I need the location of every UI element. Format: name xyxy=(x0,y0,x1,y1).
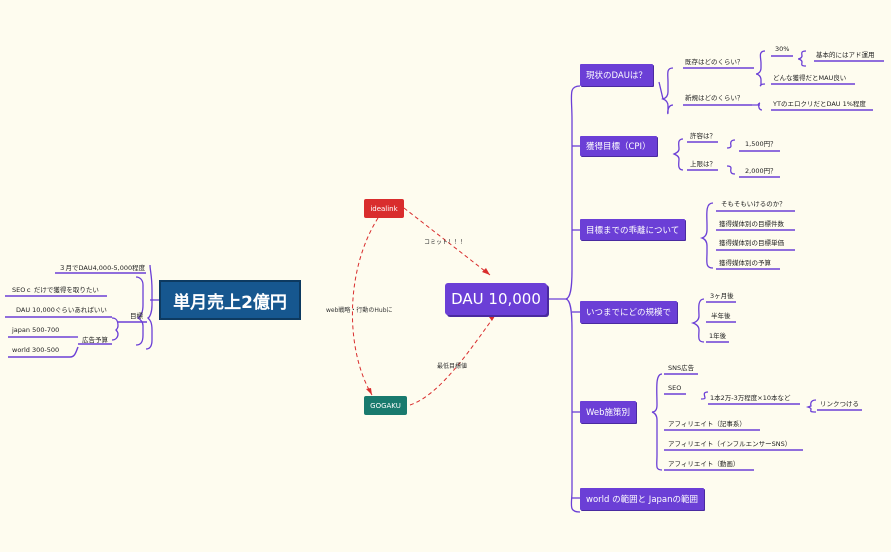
web-seo-plan[interactable]: 1本2万-3万程度×10本など xyxy=(710,394,791,402)
target-max-a[interactable]: 2,000円？ xyxy=(745,167,777,175)
relation-label-minimum: 最低目標値 xyxy=(437,363,468,370)
distance-item[interactable]: 獲得媒体別の予算 xyxy=(719,259,771,267)
web-affiliate-video[interactable]: アフィリエイト（動画） xyxy=(668,460,740,468)
topic-target-cpi[interactable]: 獲得目標（CPI） xyxy=(580,136,657,156)
when-item[interactable]: 1年後 xyxy=(709,332,727,340)
left-branch-label[interactable]: 目標 xyxy=(130,312,143,320)
web-sns-ad[interactable]: SNS広告 xyxy=(668,364,695,372)
target-allowed-a[interactable]: 1,500円？ xyxy=(745,140,777,148)
web-affiliate-articles[interactable]: アフィリエイト（記事系） xyxy=(668,420,746,428)
left-item-seo[interactable]: SEOｃ だけで獲得を取りたい xyxy=(12,286,99,294)
distance-item[interactable]: 獲得媒体別の目標単価 xyxy=(719,239,784,247)
current-existing-q[interactable]: 既存はどのくらい？ xyxy=(685,58,744,66)
left-item-dau10k[interactable]: DAU 10,000ぐらいあればいい xyxy=(16,306,107,314)
web-seo[interactable]: SEO xyxy=(668,384,682,392)
gogaku-node[interactable]: GOGAKU xyxy=(364,396,407,415)
left-item-japan[interactable]: japan 500-700 xyxy=(12,326,60,334)
web-seo-link[interactable]: リンクつける xyxy=(820,400,859,408)
topic-distance[interactable]: 目標までの乖離について xyxy=(580,219,686,240)
topic-when[interactable]: いつまでにどの規模で xyxy=(580,301,678,323)
topic-world-japan[interactable]: world の範囲と Japanの範囲 xyxy=(580,488,705,510)
current-pct[interactable]: 30% xyxy=(775,45,790,53)
left-item-world[interactable]: world 300-500 xyxy=(12,346,60,354)
distance-item[interactable]: 獲得媒体別の目標件数 xyxy=(719,220,784,228)
left-item-ad-budget[interactable]: 広告予算 xyxy=(82,336,108,344)
left-main-topic[interactable]: 単月売上2億円 xyxy=(159,280,301,320)
relation-label-strategy: web戦略・行動のHubに xyxy=(326,307,393,314)
target-max-q[interactable]: 上限は？ xyxy=(690,160,716,168)
topic-web[interactable]: Web施策別 xyxy=(580,401,637,423)
when-item[interactable]: 半年後 xyxy=(711,312,731,320)
topic-current-dau[interactable]: 現状のDAUは？ xyxy=(580,64,653,86)
relation-label-commit: コミット！！！ xyxy=(424,239,467,246)
central-topic[interactable]: DAU 10,000 xyxy=(445,283,547,315)
target-allowed-q[interactable]: 許容は？ xyxy=(690,132,716,140)
web-affiliate-influencer[interactable]: アフィリエイト（インフルエンサーSNS） xyxy=(668,440,792,448)
current-new-q[interactable]: 新規はどのくらい？ xyxy=(685,94,744,102)
when-item[interactable]: 3ヶ月後 xyxy=(710,292,734,300)
current-pct-note[interactable]: 基本的にはアド運用 xyxy=(816,51,875,59)
current-existing-other[interactable]: どんな獲得だとMAU良い xyxy=(773,74,847,82)
idealink-node[interactable]: idealink xyxy=(364,199,404,218)
distance-item[interactable]: そもそもいけるのか？ xyxy=(721,200,786,208)
current-new-a[interactable]: YTのエロクリだとDAU 1%程度 xyxy=(773,100,866,108)
left-item-dau-goal[interactable]: ３月でDAU4,000-5,000程度 xyxy=(59,264,146,272)
